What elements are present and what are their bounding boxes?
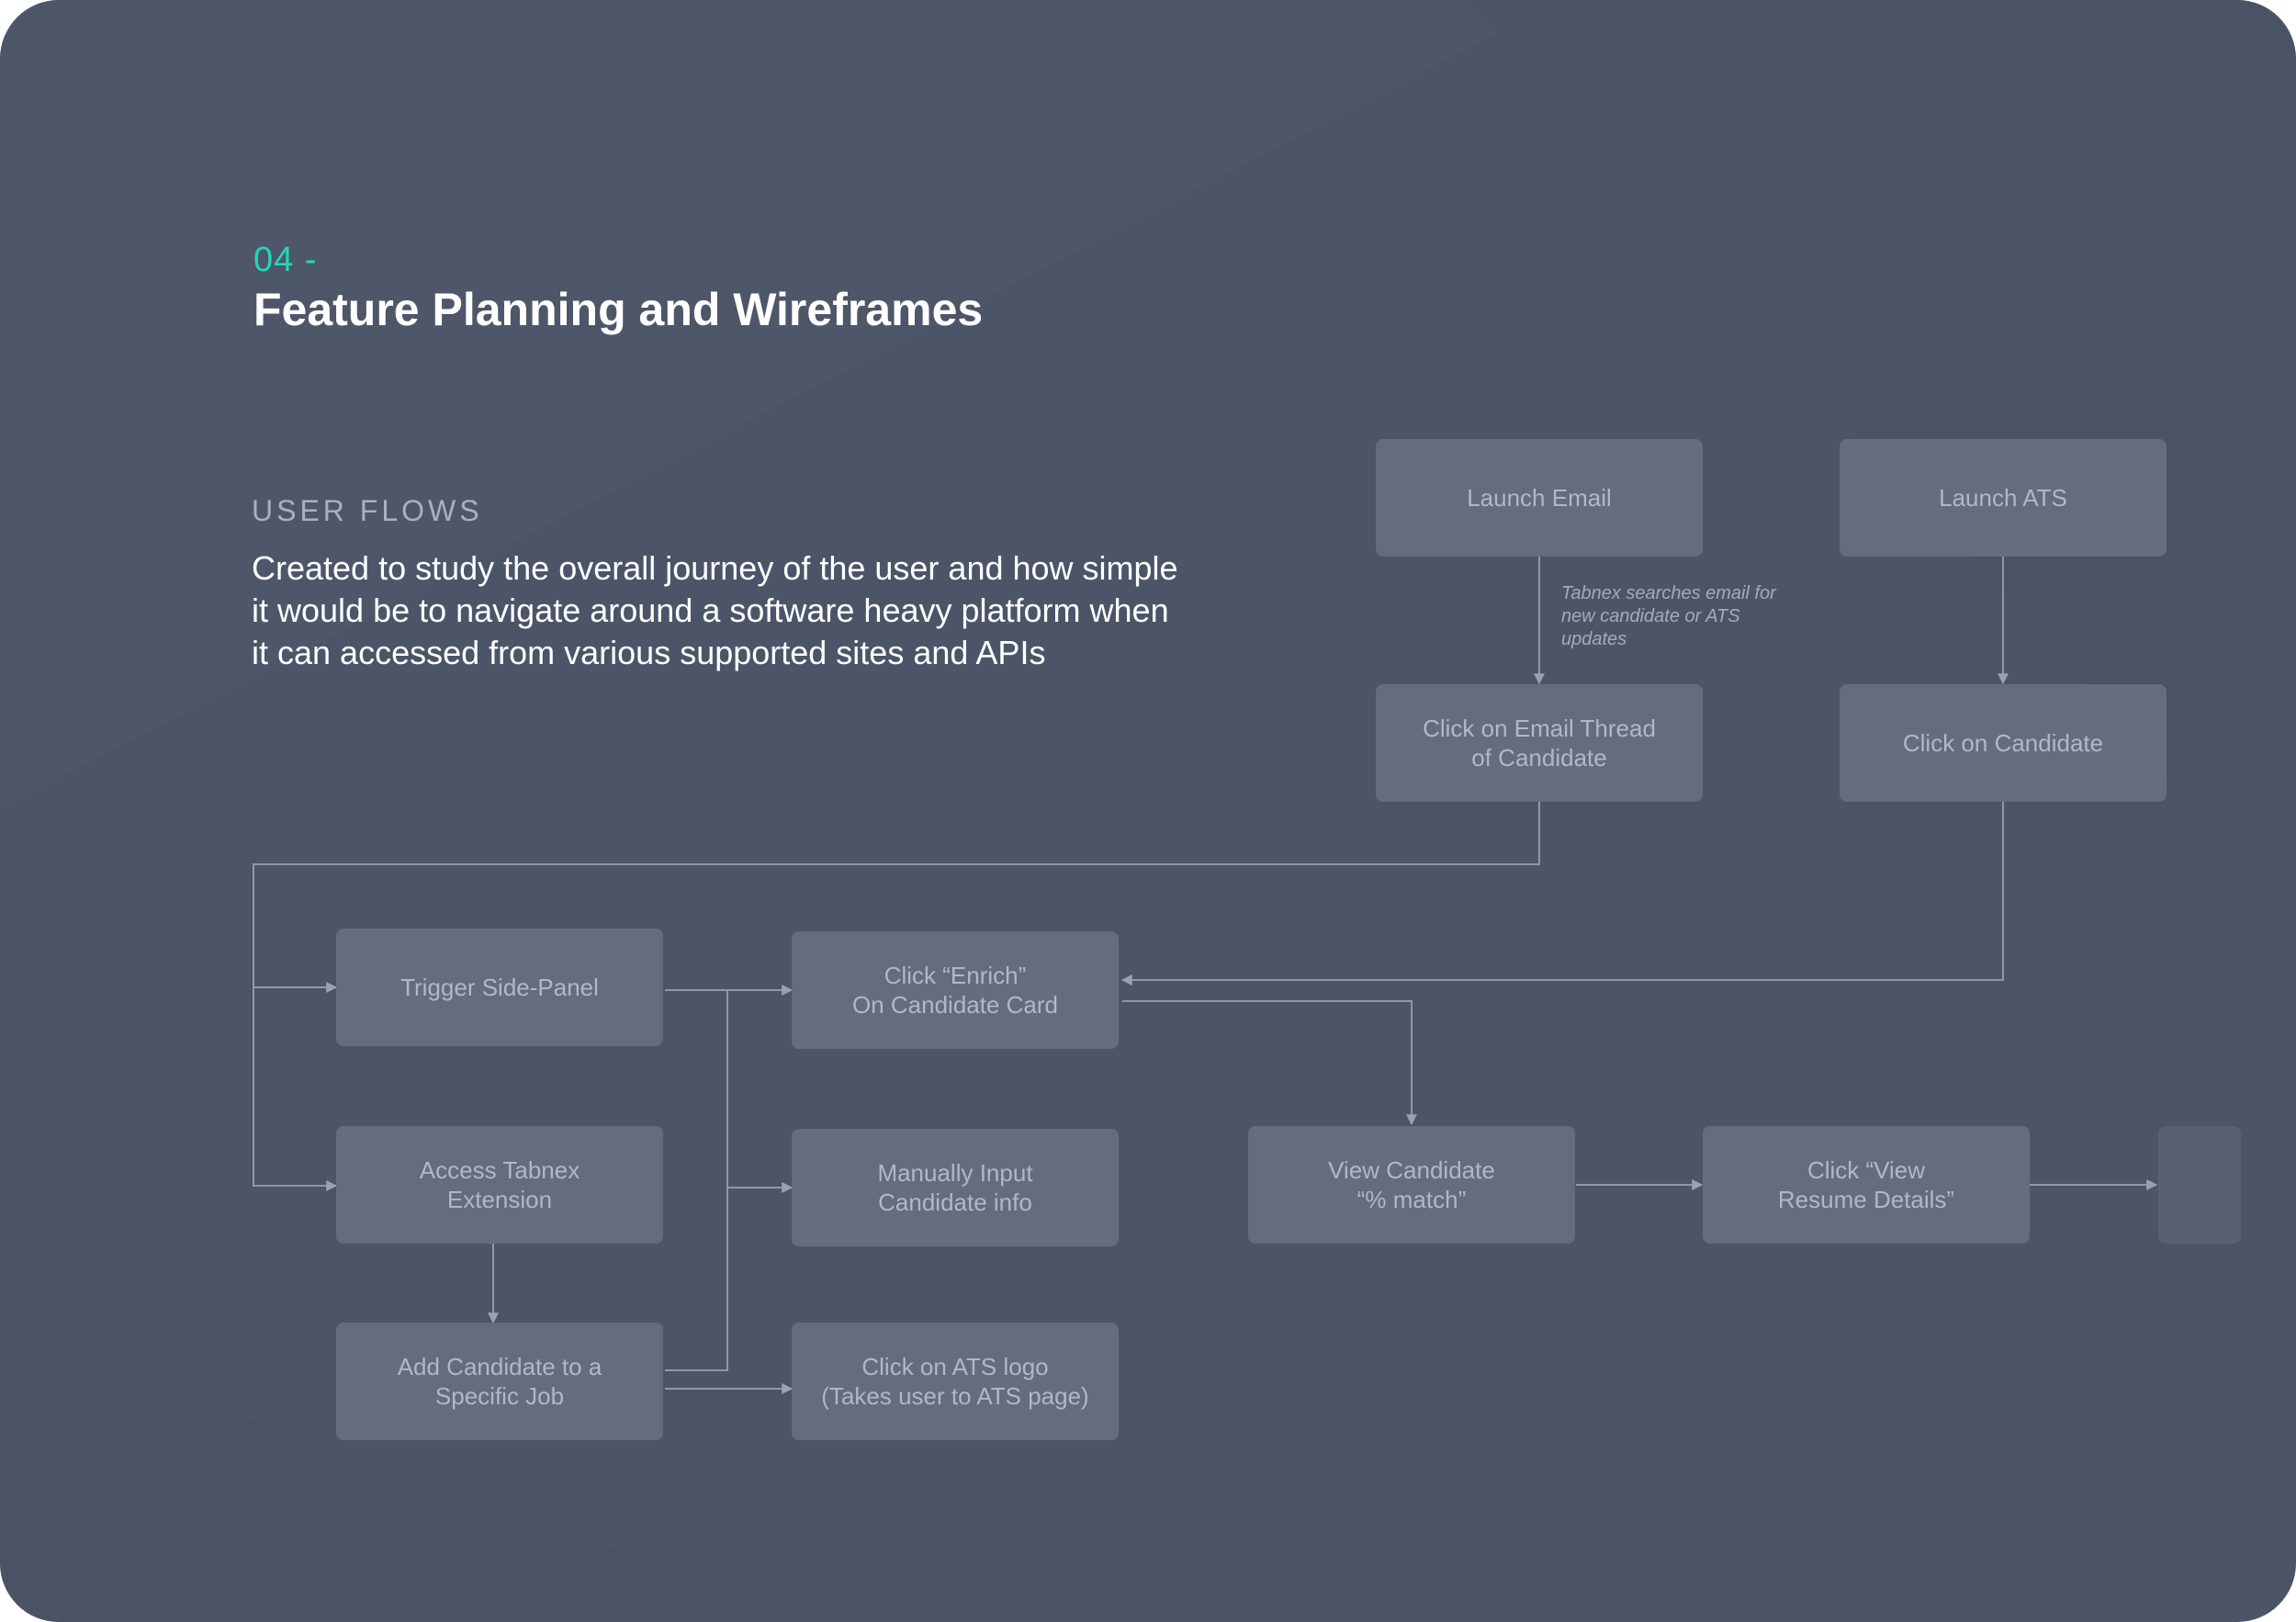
edge-add-to-branch: [665, 1188, 728, 1371]
node-access-extension: Access Tabnex Extension: [336, 1126, 663, 1244]
edge-annotation: Tabnex searches email for new candidate …: [1561, 583, 1776, 649]
node-view-match: View Candidate “% match”: [1248, 1126, 1575, 1244]
node-add-candidate: Add Candidate to a Specific Job: [336, 1323, 663, 1440]
node-view-resume: Click “View Resume Details”: [1703, 1126, 2030, 1244]
edge-thread-to-extension: [253, 987, 338, 1191]
edge-enrich-to-match: [1122, 1000, 1417, 1126]
section-description: Created to study the overall journey of …: [252, 549, 1178, 671]
edge-branch-to-manual: [726, 990, 793, 1193]
node-manual-input: Manually Input Candidate info: [792, 1129, 1119, 1246]
node-click-enrich: Click “Enrich” On Candidate Card: [792, 931, 1119, 1049]
edge-thread-to-panel: [253, 802, 1540, 993]
edge-candidate-to-enrich: [1120, 802, 2004, 986]
node-click-candidate: Click on Candidate: [1840, 684, 2167, 802]
page-title: Feature Planning and Wireframes: [253, 284, 984, 335]
section-number: 04 -: [253, 241, 318, 279]
node-click-ats-logo: Click on ATS logo (Takes user to ATS pag…: [792, 1323, 1119, 1440]
node-next-partial: [2158, 1126, 2241, 1244]
node-click-email-thread: Click on Email Thread of Candidate: [1376, 684, 1703, 802]
section-label: USER FLOWS: [252, 494, 483, 527]
node-launch-email: Launch Email: [1376, 439, 1703, 557]
node-trigger-side-panel: Trigger Side-Panel: [336, 929, 663, 1046]
node-launch-ats: Launch ATS: [1840, 439, 2167, 557]
